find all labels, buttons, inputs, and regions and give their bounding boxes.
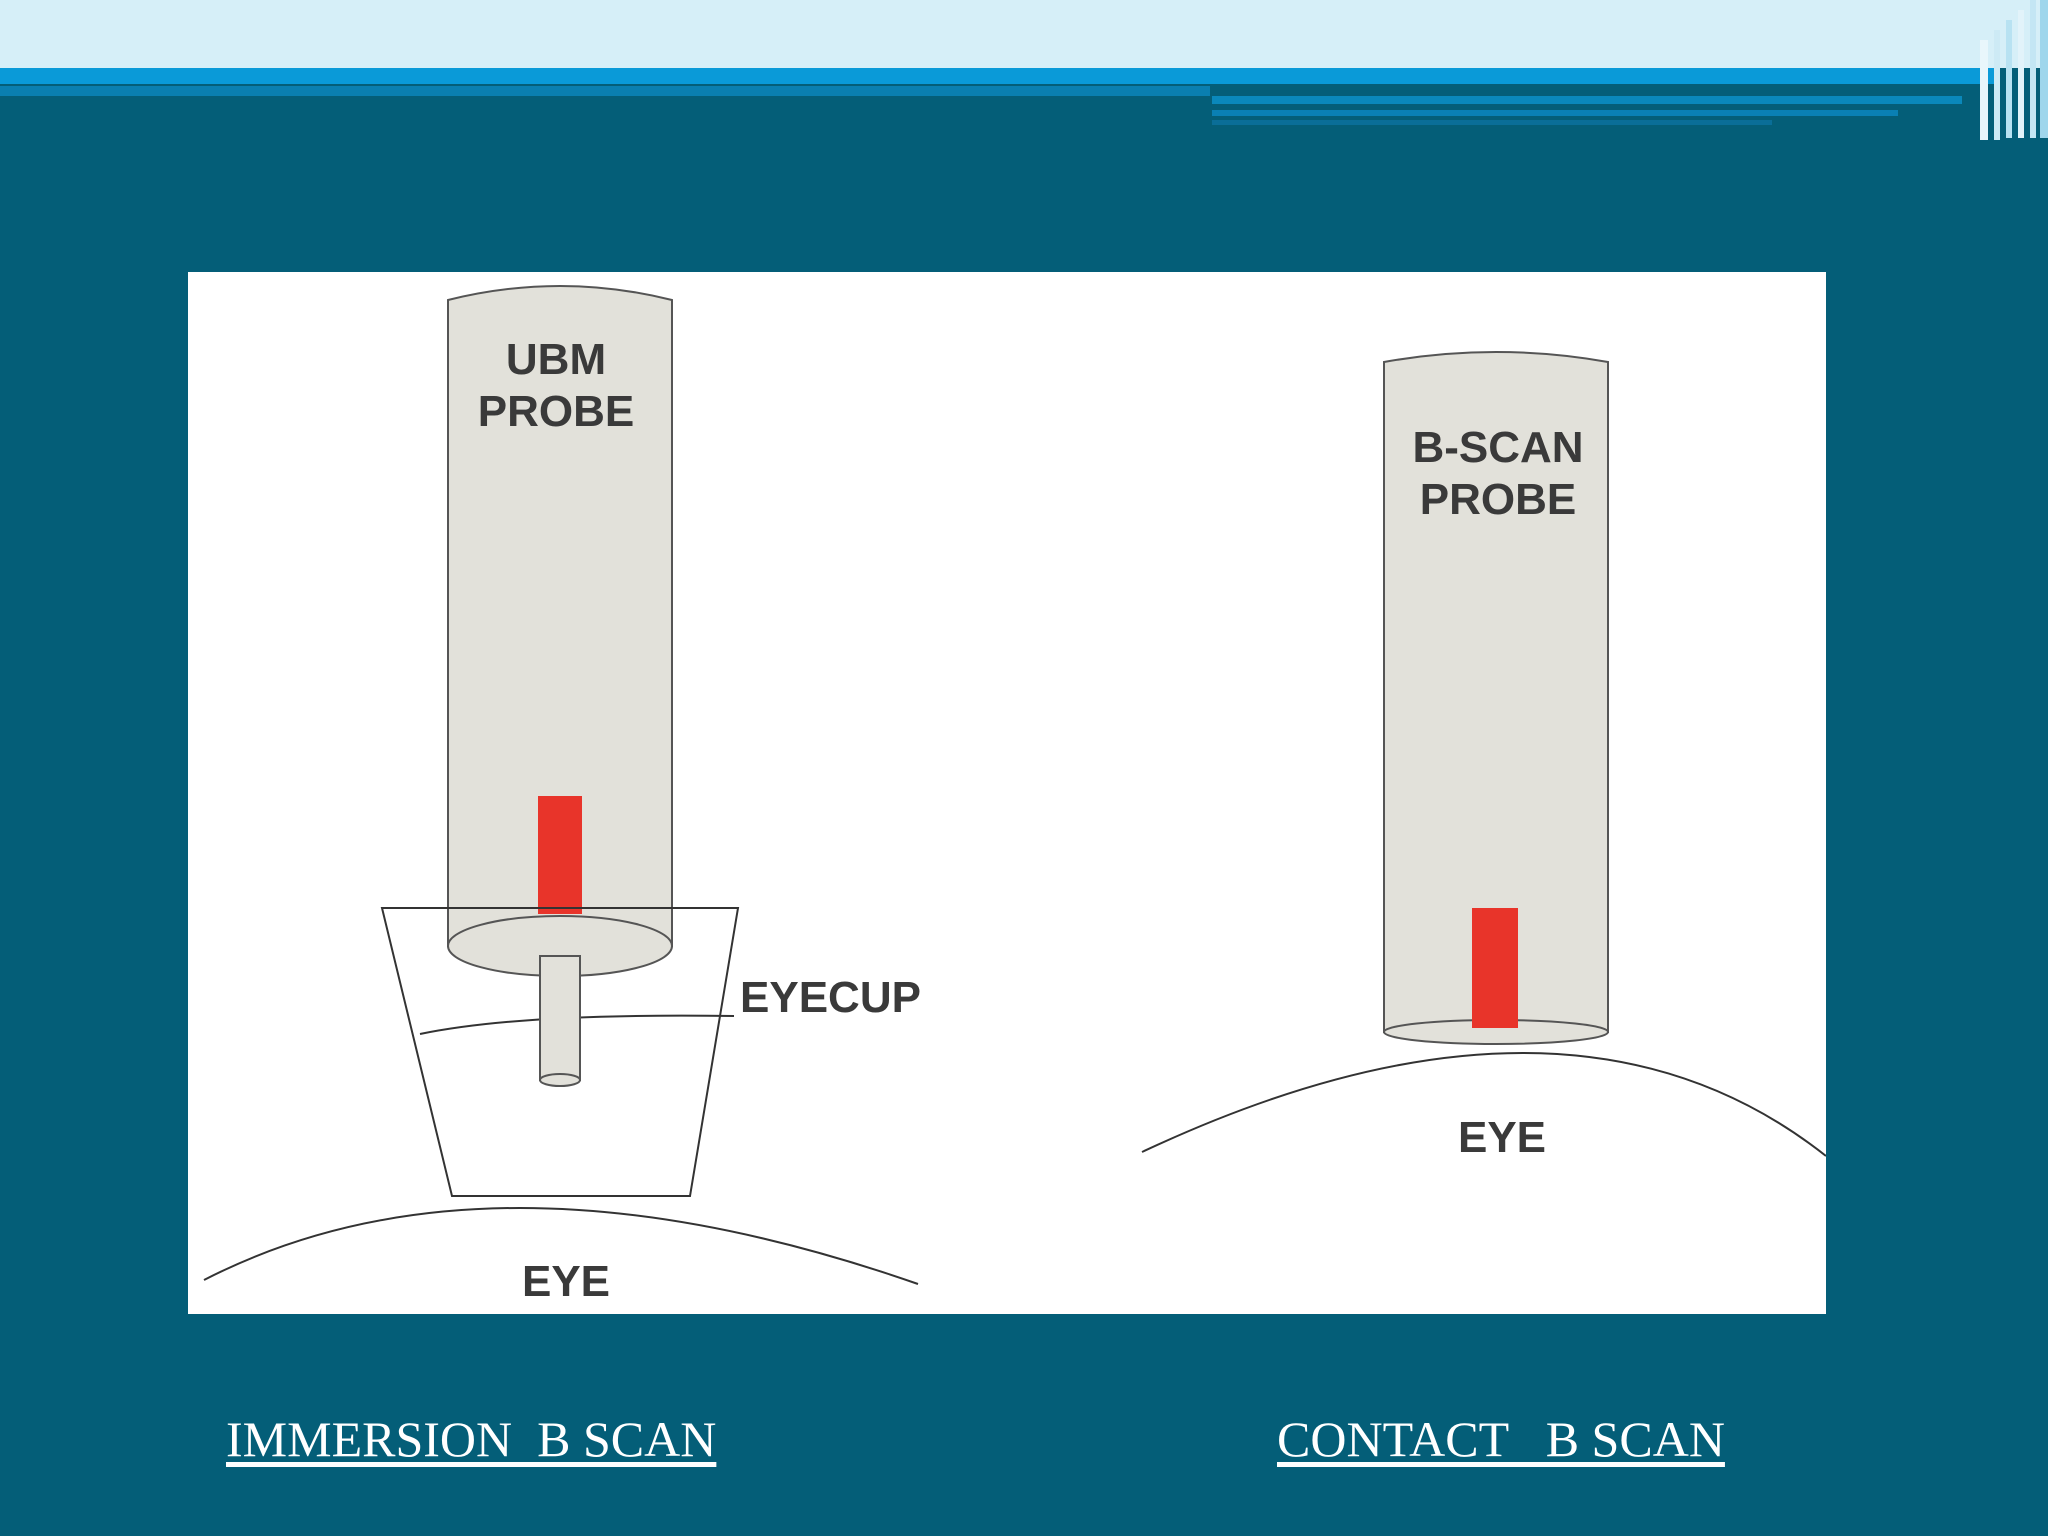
eyecup-label: EYECUP	[740, 973, 921, 1022]
bscan-transducer	[1472, 908, 1518, 1028]
eye-curve-left	[203, 1207, 919, 1285]
immersion-b-scan-link[interactable]: IMMERSION B SCAN	[226, 1411, 717, 1467]
bscan-probe-label-line2: PROBE	[1420, 475, 1576, 524]
eye-label-right: EYE	[1458, 1113, 1546, 1162]
ubm-probe-label-line2: PROBE	[478, 387, 634, 436]
eye-curve-right	[1141, 1052, 1826, 1157]
ubm-probe-label-line1: UBM	[506, 335, 606, 384]
ubm-transducer	[538, 796, 582, 914]
probe-comparison-diagram: UBM PROBE EYECUP EYE B-SCAN PROBE EYE	[188, 272, 1826, 1314]
contact-b-scan-link[interactable]: CONTACT B SCAN	[1277, 1411, 1725, 1467]
header-accent-bars	[0, 0, 2048, 140]
bscan-probe-label-line1: B-SCAN	[1412, 423, 1583, 472]
bscan-probe	[1383, 351, 1609, 1045]
ubm-probe	[447, 285, 673, 947]
eye-label-left: EYE	[522, 1257, 610, 1306]
ubm-probe-shaft	[539, 955, 581, 1087]
header-band	[0, 0, 2048, 68]
